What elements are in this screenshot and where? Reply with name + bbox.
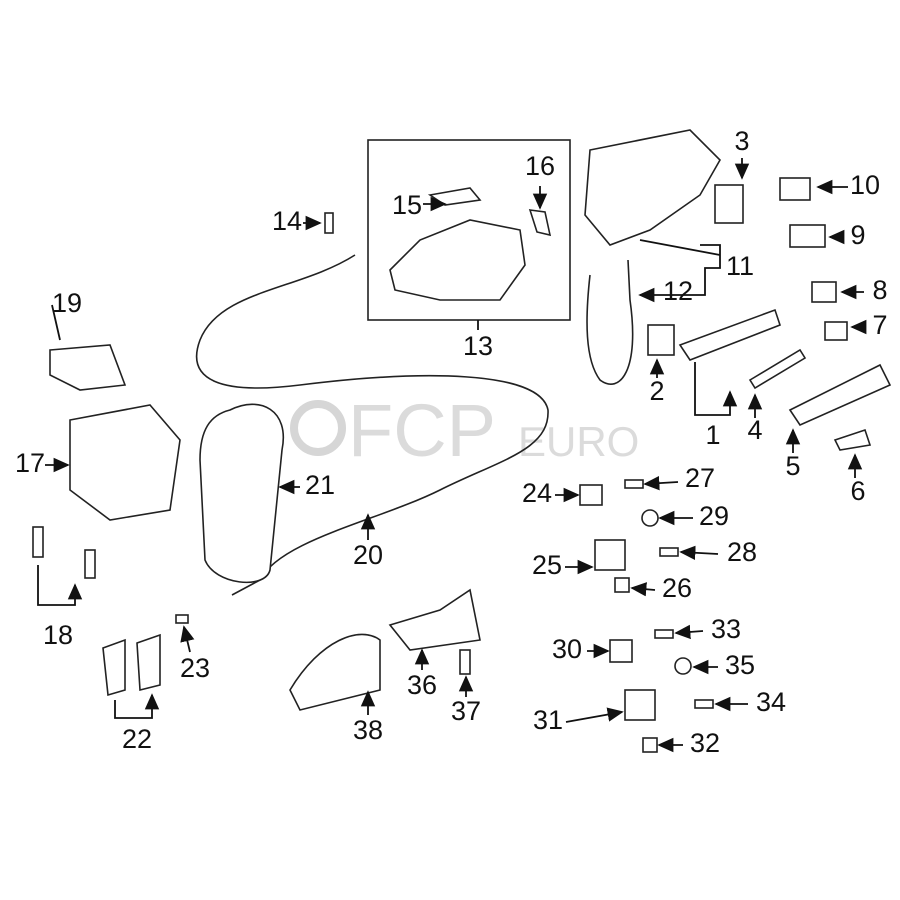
- bolts: [32, 212, 714, 753]
- callout-38: 38: [353, 715, 383, 745]
- callout-22: 22: [122, 724, 152, 754]
- callout-34: 34: [756, 687, 786, 717]
- cover-part-19: [49, 344, 127, 391]
- callout-11: 11: [726, 251, 754, 281]
- callout-2: 2: [649, 376, 664, 406]
- assembly-box-13: [367, 139, 571, 321]
- handle-part-38: [289, 633, 381, 711]
- callout-15: 15: [392, 190, 422, 220]
- clip-part-6: [833, 428, 872, 451]
- callout-36: 36: [407, 670, 437, 700]
- callout-9: 9: [850, 220, 865, 250]
- callout-7: 7: [872, 310, 887, 340]
- gasket-part-3: [714, 184, 744, 224]
- callout-32: 32: [690, 728, 720, 758]
- striker-part-25: [594, 539, 626, 571]
- callout-19: 19: [52, 288, 82, 318]
- clip-part-16: [528, 209, 552, 237]
- handle-lever-part: [427, 187, 482, 206]
- callout-16: 16: [525, 151, 555, 181]
- clip-part-7: [824, 321, 848, 341]
- handle-carrier-part-11: [584, 129, 721, 246]
- trim-part-4: [748, 348, 807, 390]
- handle-part-5: [788, 363, 892, 427]
- callout-26: 26: [662, 573, 692, 603]
- callout-27: 27: [685, 463, 715, 493]
- callout-14: 14: [272, 206, 302, 236]
- leader-arrows: [37, 158, 867, 753]
- callout-labels: 1 2 3 4 5 6 7 8 9 10 11 12 13 14 15 16 1…: [15, 126, 888, 758]
- callout-25: 25: [532, 550, 562, 580]
- callout-35: 35: [725, 650, 755, 680]
- watermark-logo: FCP EURO: [290, 389, 639, 472]
- cap-part-8: [811, 281, 837, 303]
- callout-1: 1: [705, 420, 720, 450]
- watermark-sub-text: EURO: [518, 418, 639, 465]
- gasket-part-2: [647, 324, 675, 356]
- callout-3: 3: [734, 126, 749, 156]
- inner-handle-part: [389, 219, 526, 301]
- cylinder-part-9: [789, 224, 826, 248]
- cable-20: [195, 254, 549, 596]
- callout-37: 37: [451, 696, 481, 726]
- callout-31: 31: [533, 705, 563, 735]
- callout-5: 5: [785, 451, 800, 481]
- watermark-main-text: FCP: [348, 389, 496, 472]
- cable-12: [586, 259, 634, 385]
- bracket-part-24: [579, 484, 603, 506]
- callout-21: 21: [305, 470, 335, 500]
- callout-17: 17: [15, 448, 45, 478]
- bracket-part-36: [388, 588, 481, 651]
- callout-18: 18: [43, 620, 73, 650]
- callout-29: 29: [699, 501, 729, 531]
- callout-23: 23: [180, 653, 210, 683]
- handle-part-1: [678, 308, 781, 361]
- callout-4: 4: [747, 415, 762, 445]
- callout-8: 8: [872, 275, 887, 305]
- callout-24: 24: [522, 478, 552, 508]
- callout-13: 13: [463, 331, 493, 361]
- cap-part-10: [779, 177, 811, 201]
- callout-10: 10: [850, 170, 880, 200]
- callout-6: 6: [850, 476, 865, 506]
- seal-part-21: [199, 403, 285, 584]
- callout-30: 30: [552, 634, 582, 664]
- bracket-part-30: [609, 639, 633, 663]
- callout-12: 12: [663, 276, 693, 306]
- striker-part-31: [624, 689, 656, 721]
- callout-20: 20: [353, 540, 383, 570]
- door-lock-part-17: [69, 404, 181, 521]
- gasket-part-22a: [102, 638, 126, 697]
- callout-28: 28: [727, 537, 757, 567]
- gasket-part-22b: [136, 633, 161, 692]
- callout-33: 33: [711, 614, 741, 644]
